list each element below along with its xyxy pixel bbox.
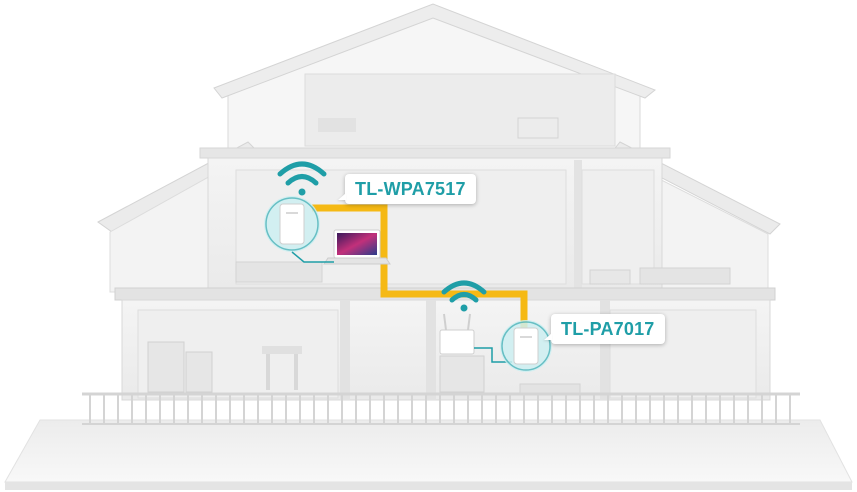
ground-slab (4, 419, 853, 490)
attic (213, 3, 656, 151)
adapter-device (500, 320, 552, 372)
powerline-connection (312, 204, 528, 330)
router-device (439, 313, 512, 363)
extender-name-label: TL-WPA7517 (345, 174, 476, 204)
wifi-icon (277, 161, 327, 196)
extender-name-text: TL-WPA7517 (355, 179, 466, 199)
adapter-name-label: TL-PA7017 (551, 314, 665, 344)
laptop (323, 229, 391, 265)
extender-device (264, 196, 334, 263)
adapter-name-text: TL-PA7017 (561, 319, 655, 339)
porch-fence (82, 392, 800, 425)
wifi-icon (441, 280, 487, 312)
